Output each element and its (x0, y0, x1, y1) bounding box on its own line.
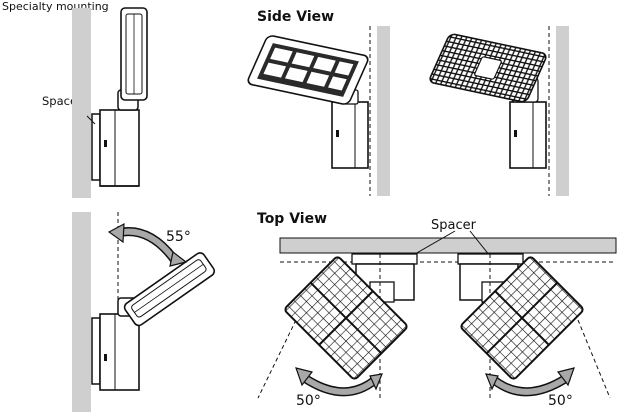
right-rotation-arrow (492, 374, 570, 395)
side-view-front-figure (247, 26, 390, 196)
right-rotation-angle-label: 50° (548, 393, 573, 409)
left-tilt-figure (72, 212, 216, 412)
wall-left-top (72, 8, 91, 198)
lamp-front-face (247, 35, 369, 105)
spacer-plate-left (91, 113, 101, 181)
housing-box-left (99, 109, 140, 187)
left-side-mount-figure (72, 7, 148, 198)
wall-side-rear (556, 26, 569, 196)
top-right-lamp (460, 256, 584, 380)
top-view-title: Top View (257, 211, 328, 227)
spacer-label-left: Spacer (42, 94, 82, 108)
wall-left-bottom (72, 212, 91, 412)
spacer-label-top: Spacer (431, 218, 476, 233)
wall-side-front (377, 26, 390, 196)
side-view-title: Side View (257, 9, 335, 25)
housing-box-tilt (99, 313, 140, 391)
top-view-figure (257, 230, 617, 399)
left-rotation-arrow (301, 374, 377, 395)
caption-text: Specialty mounting (2, 0, 109, 13)
left-rotation-angle-label: 50° (296, 393, 321, 409)
tilt-angle-label: 55° (166, 229, 191, 245)
ceiling-wall (279, 237, 617, 254)
side-view-rear-figure (429, 26, 569, 196)
top-left-lamp (284, 256, 408, 380)
housing-side-rear (509, 101, 547, 169)
lamp-rear-heatsink (429, 33, 547, 103)
tilted-light-panel (123, 252, 216, 327)
